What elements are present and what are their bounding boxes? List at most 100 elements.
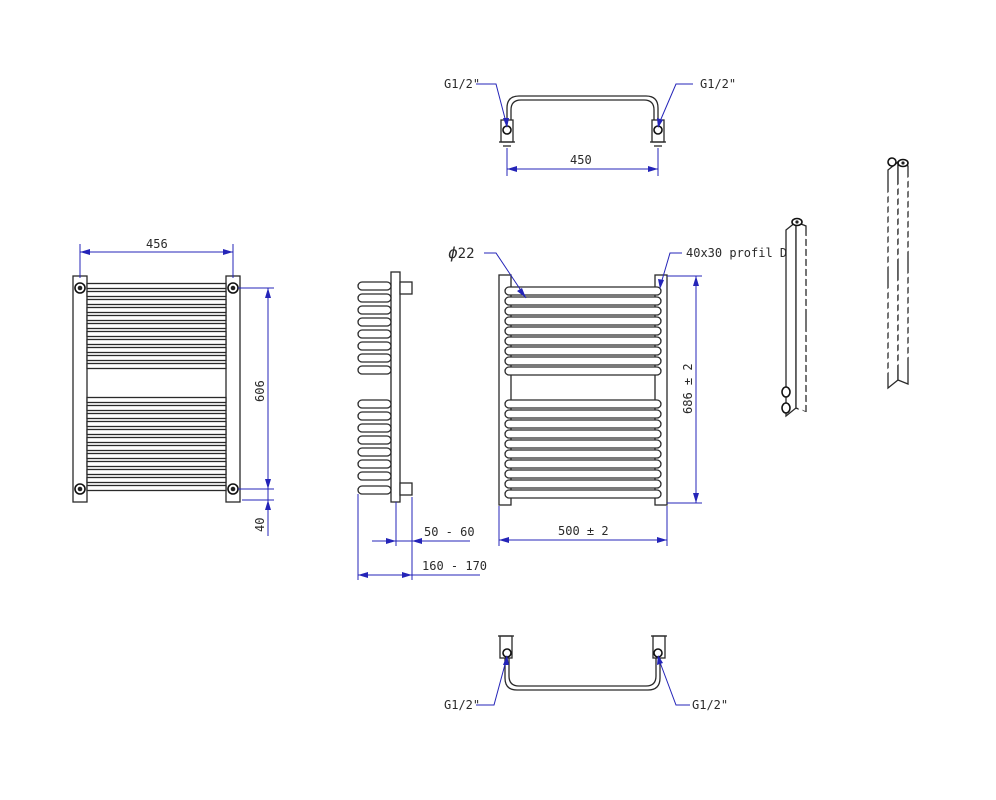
iso-tube-fill xyxy=(798,280,920,346)
side-tube xyxy=(357,293,392,303)
top-pipe-inner xyxy=(510,99,655,130)
iso-tube-fill xyxy=(798,270,920,336)
iso-tube-fill xyxy=(798,290,920,356)
iso-tube-fill xyxy=(798,174,920,240)
main-tube xyxy=(504,489,662,499)
side-tube xyxy=(357,353,392,363)
front-bottom-offset-label: 40 xyxy=(253,518,267,532)
iso-tube-fill xyxy=(798,350,920,416)
side-tube xyxy=(357,459,392,469)
main-bars xyxy=(504,286,662,499)
side-collector xyxy=(390,271,401,503)
side-depth-label: 160 - 170 xyxy=(422,559,487,573)
iso-tube-fill xyxy=(798,194,920,260)
main-tube xyxy=(504,409,662,419)
main-tube xyxy=(504,306,662,316)
side-tube xyxy=(357,423,392,433)
front-tube xyxy=(86,330,227,338)
front-tube xyxy=(86,444,227,452)
side-tube xyxy=(357,399,392,409)
iso-tube-fill xyxy=(798,310,920,376)
front-left-collector xyxy=(72,275,88,503)
side-bottom-bracket xyxy=(399,482,413,496)
side-tube xyxy=(357,411,392,421)
front-tube xyxy=(86,306,227,314)
iso-bars xyxy=(798,174,920,416)
top-right-leader xyxy=(657,83,693,127)
front-tube xyxy=(86,460,227,468)
front-tube xyxy=(86,484,227,492)
bottom-pipe-outer xyxy=(504,650,661,691)
main-width-label: 500 ± 2 xyxy=(558,524,609,538)
side-tube xyxy=(357,305,392,315)
main-tube xyxy=(504,469,662,479)
top-left-conn-label: G1/2" xyxy=(444,77,480,91)
front-tube xyxy=(86,412,227,420)
side-top-bracket xyxy=(399,281,413,295)
main-tube xyxy=(504,356,662,366)
front-bars xyxy=(86,282,227,492)
front-tube xyxy=(86,338,227,346)
main-tube xyxy=(504,439,662,449)
main-tube xyxy=(504,326,662,336)
main-tube xyxy=(504,296,662,306)
side-tube xyxy=(357,329,392,339)
side-tube xyxy=(357,317,392,327)
front-tube xyxy=(86,282,227,290)
front-tube xyxy=(86,314,227,322)
main-tube xyxy=(504,366,662,376)
bottom-view: G1/2" G1/2" xyxy=(444,635,728,712)
iso-tube-fill xyxy=(798,234,920,300)
front-height-label: 606 xyxy=(253,380,267,402)
main-tube xyxy=(504,336,662,346)
main-tube xyxy=(504,479,662,489)
isometric-view xyxy=(781,157,920,418)
main-tube xyxy=(504,286,662,296)
side-view: 50 - 60 160 - 170 xyxy=(357,271,487,580)
front-tube xyxy=(86,346,227,354)
side-tube xyxy=(357,447,392,457)
front-tube xyxy=(86,396,227,404)
front-tube xyxy=(86,476,227,484)
front-tube xyxy=(86,362,227,370)
main-tube xyxy=(504,346,662,356)
iso-bolt-icon xyxy=(781,157,909,414)
main-tube xyxy=(504,459,662,469)
top-left-leader xyxy=(476,83,508,127)
profile-label: 40x30 profil D xyxy=(686,246,787,260)
iso-tube-fill xyxy=(798,330,920,396)
top-width-label: 450 xyxy=(570,153,592,167)
main-tube xyxy=(504,399,662,409)
front-tube xyxy=(86,354,227,362)
front-tube xyxy=(86,436,227,444)
front-tube xyxy=(86,468,227,476)
main-tube xyxy=(504,429,662,439)
main-tube xyxy=(504,449,662,459)
iso-tube-fill xyxy=(798,184,920,250)
front-width-label: 456 xyxy=(146,237,168,251)
side-bars xyxy=(357,281,392,495)
front-view: 456 606 40 xyxy=(72,237,274,536)
top-view: G1/2" G1/2" 450 xyxy=(444,77,736,176)
side-tube xyxy=(357,281,392,291)
iso-tube-fill xyxy=(798,340,920,406)
iso-tube-fill xyxy=(798,244,920,310)
profile-leader xyxy=(659,252,682,288)
side-tube xyxy=(357,365,392,375)
side-tube xyxy=(357,435,392,445)
main-view: ϕ22 40x30 profil D 686 ± 2 500 ± 2 xyxy=(448,243,787,546)
front-tube xyxy=(86,452,227,460)
diameter-label: ϕ22 xyxy=(448,243,475,262)
top-right-conn-label: G1/2" xyxy=(700,77,736,91)
side-tube xyxy=(357,471,392,481)
iso-tube-fill xyxy=(798,214,920,280)
diameter-leader xyxy=(484,252,527,299)
bottom-right-conn-label: G1/2" xyxy=(692,698,728,712)
iso-tube-fill xyxy=(798,300,920,366)
front-right-collector xyxy=(225,275,241,503)
diameter-symbol: ϕ xyxy=(448,243,458,262)
iso-tube-fill xyxy=(798,224,920,290)
front-tube xyxy=(86,428,227,436)
